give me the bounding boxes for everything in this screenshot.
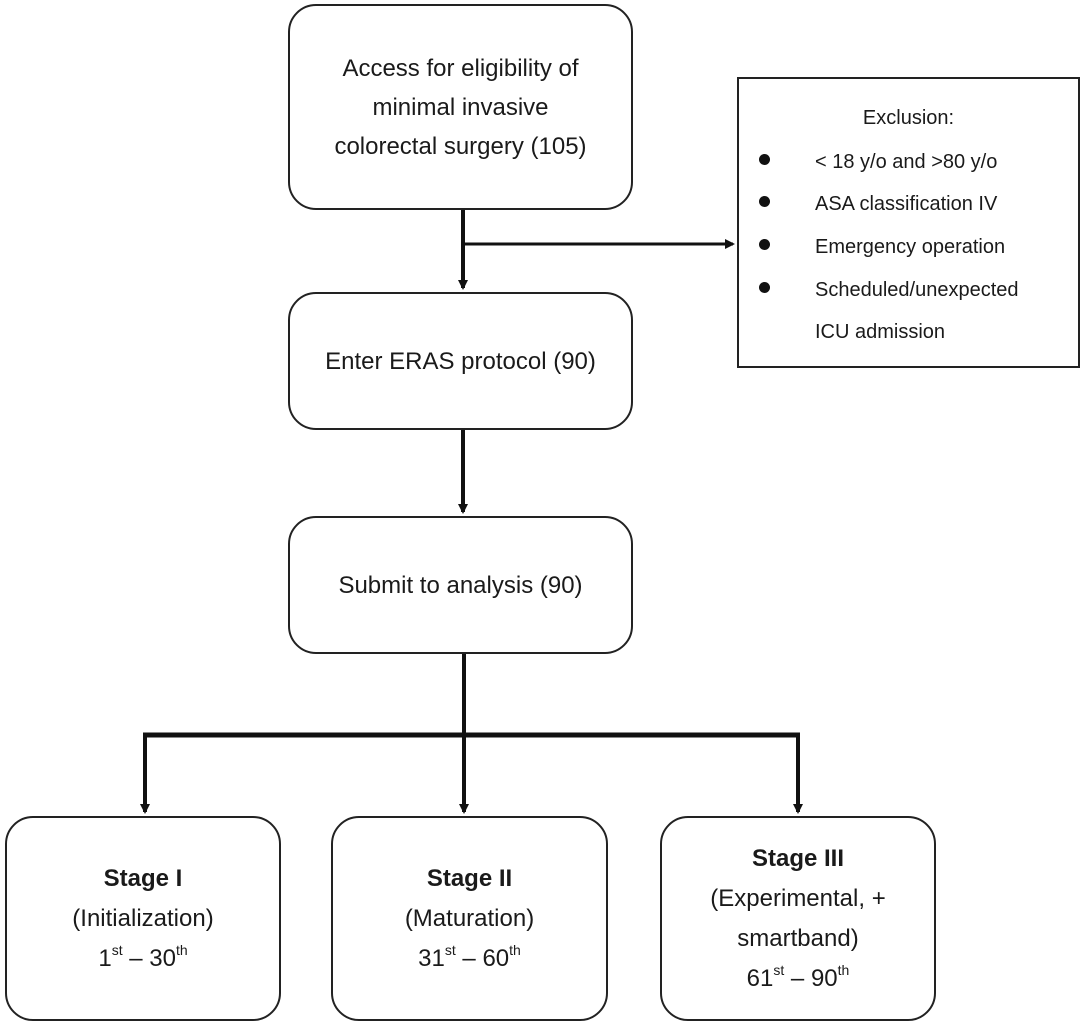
stage-2-subtitle: (Maturation) xyxy=(404,904,535,932)
access-line-2: minimal invasive xyxy=(372,93,549,121)
exclusion-title: Exclusion: xyxy=(862,107,955,129)
bullet-icon xyxy=(759,154,770,165)
stage-1-range: 1st – 30th xyxy=(98,941,188,972)
bullet-icon xyxy=(759,239,770,250)
stage-3-box: Stage III (Experimental, + smartband) 61… xyxy=(660,816,936,1021)
eras-text: Enter ERAS protocol (90) xyxy=(325,347,596,375)
stage-2-title: Stage II xyxy=(426,864,513,892)
submit-analysis-box: Submit to analysis (90) xyxy=(288,516,633,654)
exclusion-item-label: Scheduled/unexpected xyxy=(815,279,1019,301)
stage-1-subtitle: (Initialization) xyxy=(72,904,214,932)
access-line-1: Access for eligibility of xyxy=(342,54,579,82)
submit-text: Submit to analysis (90) xyxy=(338,571,583,599)
stage-3-title: Stage III xyxy=(751,844,845,872)
exclusion-item-label: ASA classification IV xyxy=(815,193,998,215)
access-eligibility-box: Access for eligibility of minimal invasi… xyxy=(288,4,633,210)
exclusion-box: Exclusion: < 18 y/o and >80 y/o ASA clas… xyxy=(737,77,1080,368)
stage-3-subtitle: (Experimental, + xyxy=(710,884,886,912)
stage-3-range: 61st – 90th xyxy=(746,961,850,992)
eras-protocol-box: Enter ERAS protocol (90) xyxy=(288,292,633,430)
stage-1-box: Stage I (Initialization) 1st – 30th xyxy=(5,816,281,1021)
exclusion-item-label: ICU admission xyxy=(815,321,946,343)
stage-1-title: Stage I xyxy=(103,864,183,892)
stage-2-box: Stage II (Maturation) 31st – 60th xyxy=(331,816,608,1021)
access-line-3: colorectal surgery (105) xyxy=(334,132,587,160)
bullet-icon xyxy=(759,196,770,207)
stage-3-subtitle-2: smartband) xyxy=(737,924,859,952)
stage-2-range: 31st – 60th xyxy=(418,941,521,972)
bullet-icon xyxy=(759,282,770,293)
exclusion-item-label: < 18 y/o and >80 y/o xyxy=(815,151,998,173)
exclusion-item-label: Emergency operation xyxy=(815,236,1006,258)
